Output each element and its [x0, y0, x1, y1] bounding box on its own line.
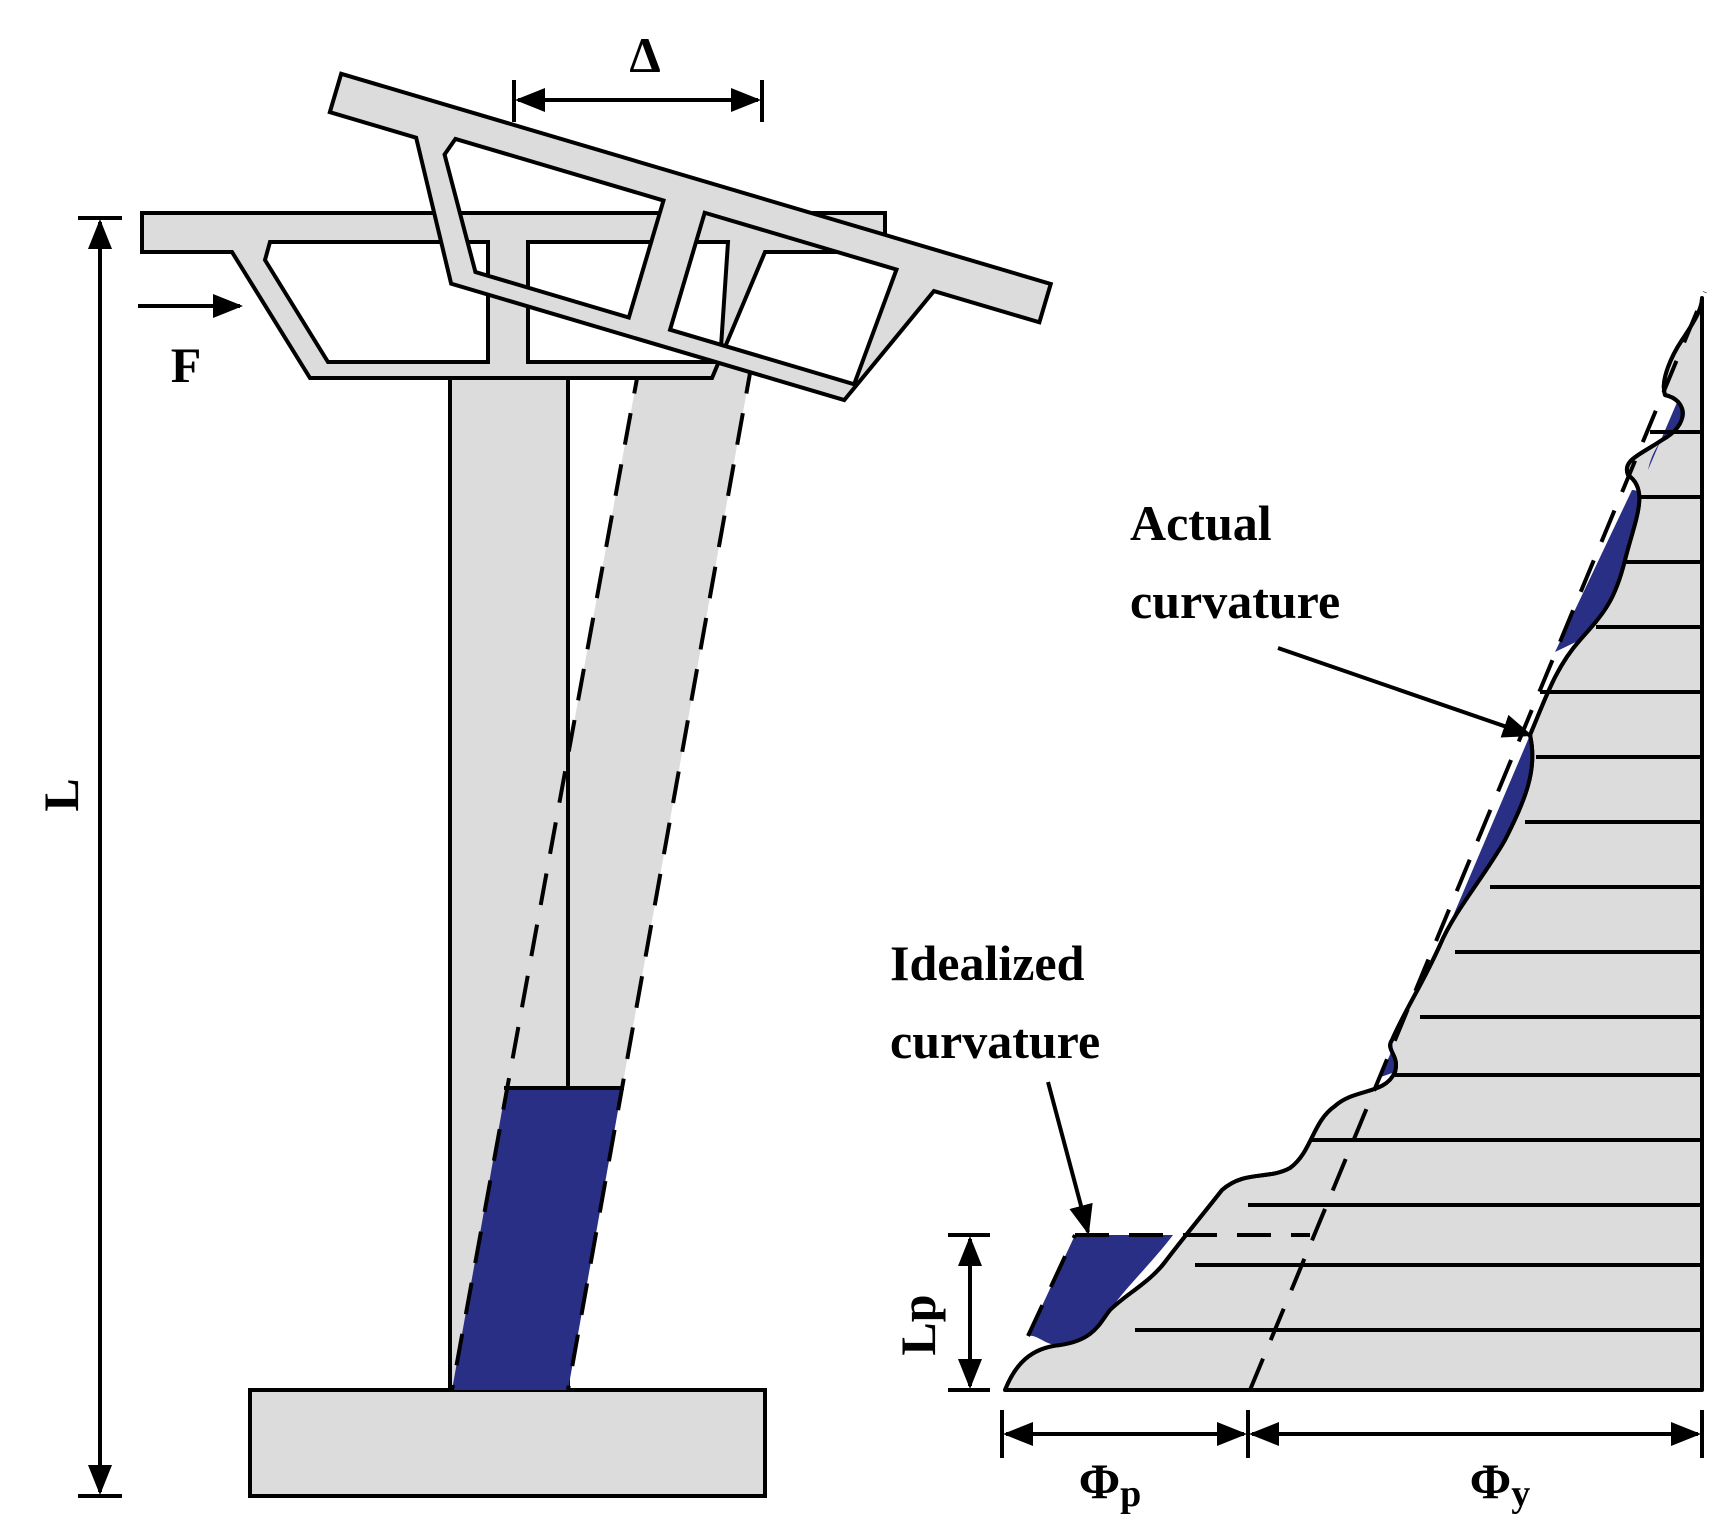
delta-label: Δ	[629, 27, 660, 83]
displaced-superstructure	[327, 71, 1054, 403]
actual-curvature-label-line2: curvature	[1130, 573, 1340, 629]
footing	[248, 1388, 767, 1498]
phi-y-symbol: Φ	[1470, 1453, 1511, 1509]
lp-label: Lp	[890, 1294, 946, 1355]
blue-region-3	[1555, 490, 1641, 652]
idealized-curvature-lines	[1026, 291, 1707, 1391]
phi-y-subscript: y	[1511, 1473, 1530, 1515]
idealized-curvature-label-line1: Idealized	[890, 935, 1085, 991]
actual-curvature-label-line1: Actual	[1130, 495, 1272, 551]
phi-y-label: Φy	[1470, 1453, 1530, 1515]
lp-label-text: Lp	[890, 1294, 946, 1355]
phi-p-subscript: p	[1120, 1473, 1141, 1515]
phi-p-label: Φp	[1079, 1453, 1142, 1515]
length-label: L	[33, 778, 89, 811]
actual-curvature-outline	[1003, 297, 1704, 1391]
displaced-right-edge	[566, 361, 754, 1391]
phi-p-symbol: Φ	[1079, 1453, 1120, 1509]
actual-curvature-pointer	[1277, 646, 1533, 738]
idealized-curvature-label-line2: curvature	[890, 1013, 1100, 1069]
displaced-left-edge	[450, 361, 642, 1391]
force-label: F	[171, 337, 202, 393]
blue-region-1	[1378, 1040, 1395, 1078]
actual-curvature-region	[1003, 296, 1704, 1392]
idealized-curvature-pointer	[1046, 1081, 1093, 1235]
blue-region-2	[1445, 735, 1533, 935]
